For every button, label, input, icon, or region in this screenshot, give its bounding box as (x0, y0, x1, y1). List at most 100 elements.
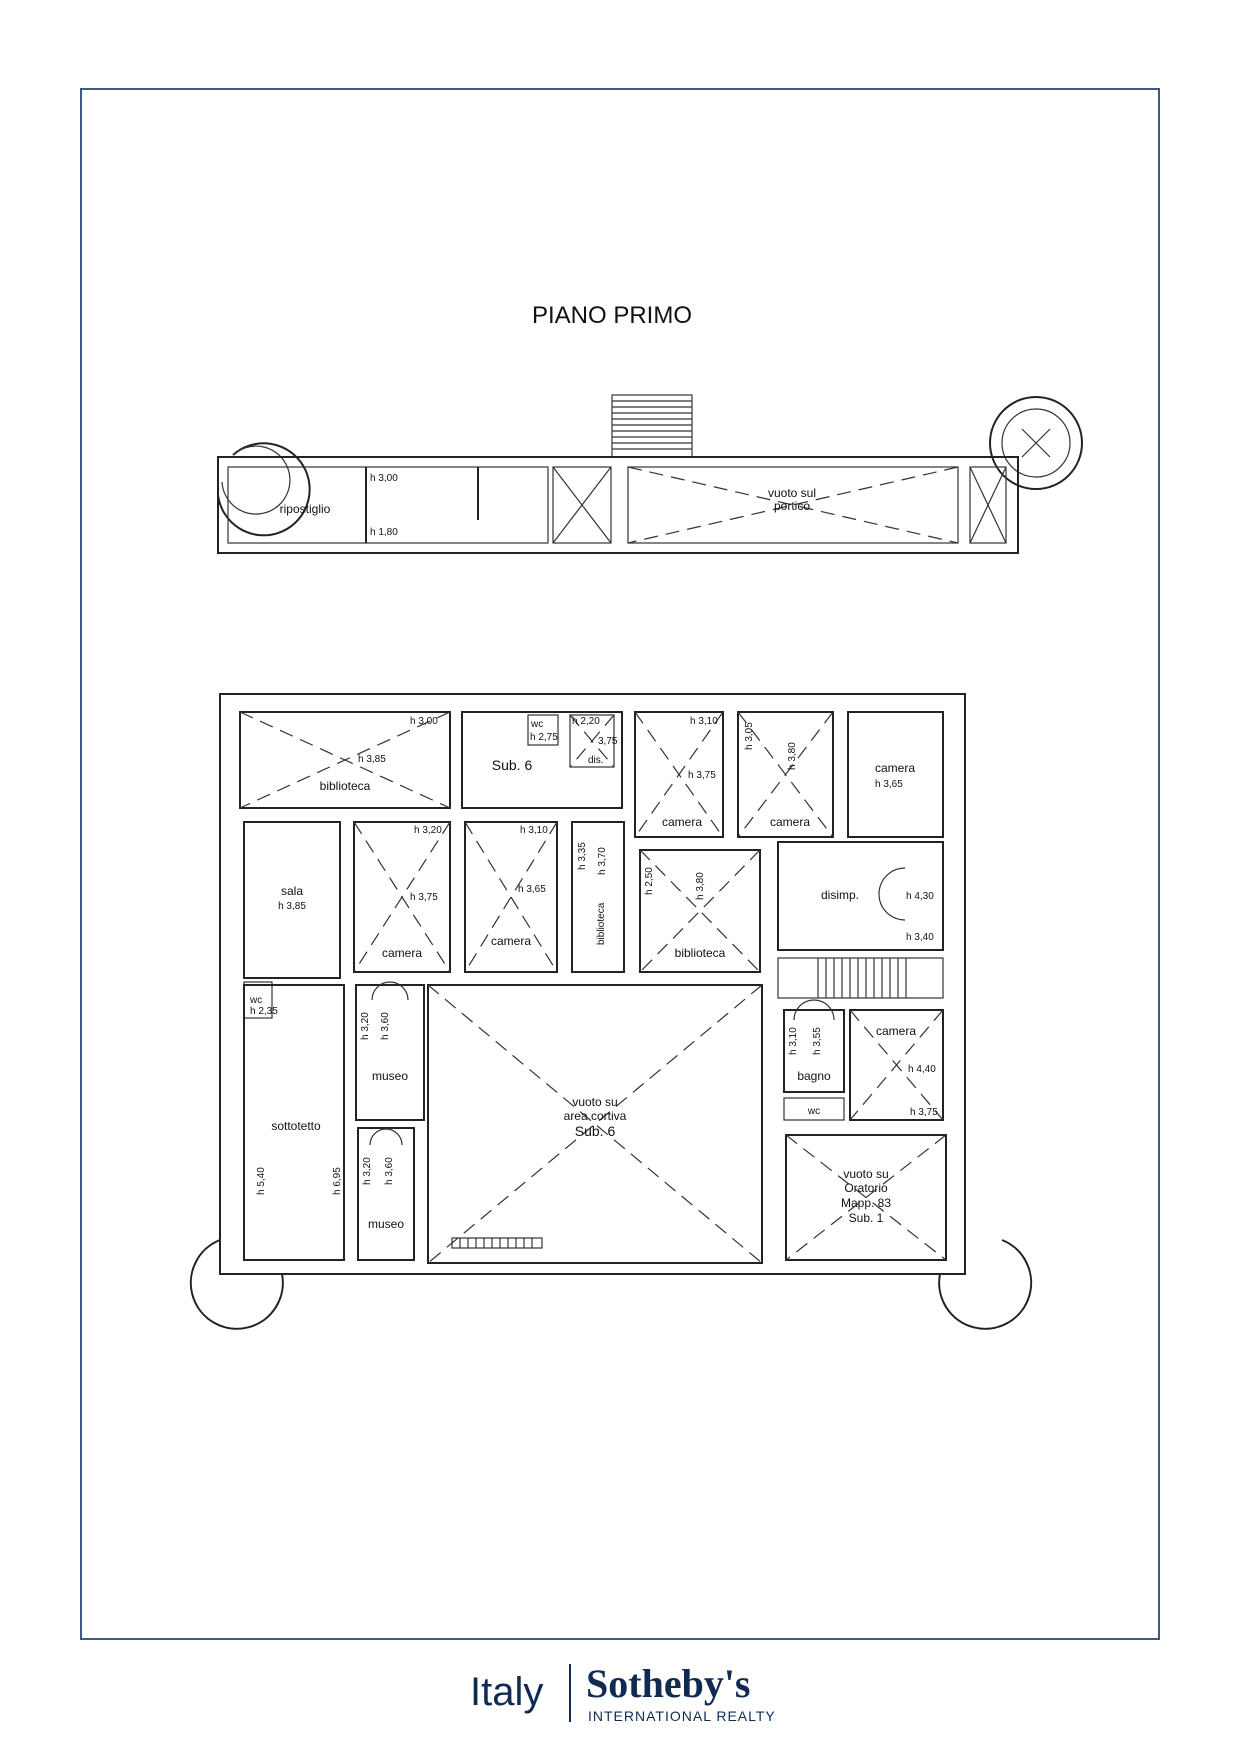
label-oratorio-1: vuoto su (843, 1167, 888, 1181)
right-upper-tower (989, 396, 1083, 490)
room-camera-d (353, 821, 451, 973)
label-h380b: h 3,80 (695, 872, 706, 900)
room-sub6 (461, 711, 623, 809)
left-upper-tower-inner (221, 445, 291, 515)
room-camera-c (847, 711, 944, 838)
room-dis (569, 714, 615, 768)
label-biblioteca-v: biblioteca (596, 902, 607, 945)
label-oratorio-3: Mapp. 83 (841, 1196, 891, 1210)
upper-void-1 (552, 466, 612, 544)
oratorio-void (785, 1134, 947, 1261)
room-biblioteca-v (571, 821, 625, 973)
label-h370: h 3,70 (597, 847, 608, 875)
label-bagno: bagno (797, 1069, 831, 1083)
label-wc: wc (530, 719, 543, 730)
room-disimp (777, 841, 944, 951)
label-h300: h 3,00 (410, 716, 438, 727)
label-h310c: h 3,10 (788, 1027, 799, 1055)
room-sala (243, 821, 341, 979)
brand-name: Sotheby's (586, 1661, 751, 1706)
page-frame (80, 88, 1160, 1640)
label-h340: h 3,40 (906, 932, 934, 943)
label-h695: h 6,95 (332, 1167, 343, 1195)
label-h310b: h 3,10 (520, 825, 548, 836)
label-sala: sala (281, 884, 303, 898)
label-camera-e: camera (491, 934, 531, 948)
room-camera-b (737, 711, 834, 838)
room-museo-b (357, 1127, 415, 1261)
label-h540: h 5,40 (256, 1167, 267, 1195)
plan-title: PIANO PRIMO (532, 302, 692, 329)
room-biblioteca-top (239, 711, 451, 809)
label-h305: h 3,05 (744, 722, 755, 750)
label-h250: h 2,50 (644, 867, 655, 895)
room-wc-top (527, 714, 559, 746)
main-outline (219, 693, 966, 1275)
room-bagno (783, 1009, 845, 1093)
label-vuoto-portico-2: portico (774, 499, 810, 513)
label-h180-upper: h 1,80 (370, 527, 398, 538)
label-h220: h 2,20 (572, 716, 600, 727)
label-vuoto-area-1: vuoto su (572, 1095, 617, 1109)
floor-plan: PIANO PRIMO (189, 302, 1083, 1330)
label-ripostiglio: ripostiglio (280, 502, 331, 516)
main-stair (777, 957, 944, 999)
label-camera-a: camera (662, 815, 702, 829)
label-h380a: h 3,80 (787, 742, 798, 770)
label-h375c: h 3,75 (410, 892, 438, 903)
room-camera-a (634, 711, 724, 838)
label-h365a: h 3,65 (875, 779, 903, 790)
room-camera-f (849, 1009, 944, 1121)
room-biblioteca-c (639, 849, 761, 973)
label-vuoto-area-3: Sub. 6 (575, 1123, 616, 1139)
label-h275: h 2,75 (530, 732, 558, 743)
label-dis: dis. (588, 755, 604, 766)
label-disimp: disimp. (821, 888, 859, 902)
right-upper-tower-inner (1001, 408, 1071, 478)
upper-stair (611, 394, 693, 458)
room-wc-b (783, 1097, 845, 1121)
lower-right-tower (938, 1239, 1033, 1330)
label-oratorio-4: Sub. 1 (849, 1211, 884, 1225)
label-h310: h 3,10 (690, 716, 718, 727)
label-sub6: Sub. 6 (492, 757, 533, 773)
upper-portico-void (627, 466, 959, 544)
label-camera-d: camera (382, 946, 422, 960)
label-h320c: h 3,20 (362, 1157, 373, 1185)
label-camera-b: camera (770, 815, 810, 829)
label-h440: h 4,40 (908, 1064, 936, 1075)
lower-left-tower (189, 1239, 284, 1330)
label-biblioteca-c: biblioteca (675, 946, 726, 960)
label-h235: h 2,35 (250, 1006, 278, 1017)
label-h355: h 3,55 (812, 1027, 823, 1055)
upper-wing: ripostiglio h 3,00 h 1,80 vuoto sul port… (217, 394, 1083, 554)
label-museo-b: museo (368, 1217, 404, 1231)
label-h320b: h 3,20 (360, 1012, 371, 1040)
brand-tagline: INTERNATIONAL REALTY (588, 1708, 776, 1724)
room-camera-e (464, 821, 558, 973)
label-h300-upper: h 3,00 (370, 473, 398, 484)
label-h335: h 3,35 (577, 842, 588, 870)
label-biblioteca-top: biblioteca (320, 779, 371, 793)
label-h385b: h 3,85 (278, 901, 306, 912)
brand-footer: Italy Sotheby's INTERNATIONAL REALTY (0, 1660, 1241, 1730)
courtyard-void (427, 984, 763, 1264)
label-vuoto-portico-1: vuoto sul (768, 486, 816, 500)
label-museo-a: museo (372, 1069, 408, 1083)
room-museo-a (355, 984, 425, 1121)
label-wc-small: wc (249, 995, 262, 1006)
label-h360a: h 3,60 (380, 1012, 391, 1040)
upper-wing-outline (217, 456, 1019, 554)
label-h375b: h 3,75 (688, 770, 716, 781)
label-h320a: h 3,20 (414, 825, 442, 836)
label-vuoto-area-2: area cortiva (564, 1109, 627, 1123)
label-h375a: 3,75 (598, 736, 618, 747)
label-h360b: h 3,60 (384, 1157, 395, 1185)
left-upper-tower (217, 442, 311, 537)
label-sottotetto: sottotetto (271, 1119, 321, 1133)
label-oratorio-2: Oratorio (844, 1181, 888, 1195)
label-camera-c: camera (875, 761, 915, 775)
main-block: biblioteca h 3,00 h 3,85 wc h 2,75 h 2,2… (189, 693, 1033, 1330)
room-sottotetto (243, 984, 345, 1261)
label-h385: h 3,85 (358, 754, 386, 765)
